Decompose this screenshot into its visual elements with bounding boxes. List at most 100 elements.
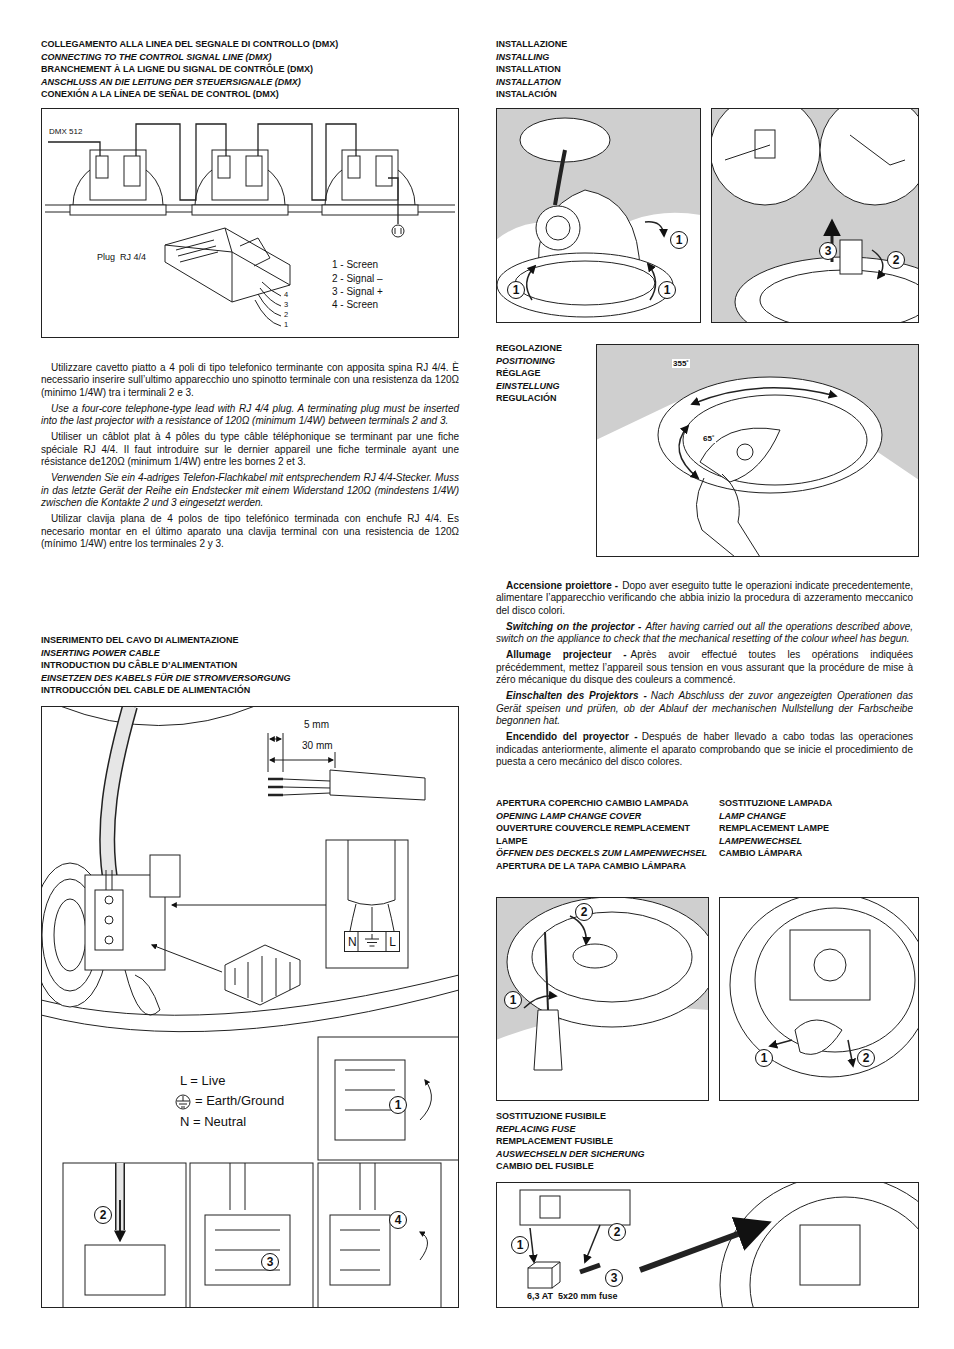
callout-text: 3: [611, 1272, 618, 1284]
install-detail-drawing-part: [725, 135, 905, 165]
panel-heading: INSERIMENTO DEL CAVO DI ALIMENTAZIONEINS…: [41, 634, 459, 697]
power-drawing-part: [105, 936, 113, 944]
panel-heading: SOSTITUZIONE LAMPADALAMP CHANGEREMPLACEM…: [719, 797, 919, 860]
paragraph-lead: Encendido del proyector -: [506, 731, 638, 742]
dmx-drawing-part: [48, 124, 398, 224]
label: 1 - Screen: [331, 259, 379, 271]
lamp-drawing: [719, 897, 919, 1101]
paragraph-lead: Allumage projecteur -: [506, 649, 627, 660]
callout-number: 2: [608, 1223, 626, 1241]
label: 5 mm: [303, 719, 330, 731]
dmx-drawing-part: [165, 228, 290, 302]
heading-line: REPLACING FUSE: [496, 1123, 919, 1136]
callout-text: 1: [517, 1239, 524, 1251]
callout-text: 1: [395, 1099, 402, 1111]
power-drawing: [41, 706, 459, 1308]
label: Plug RJ 4/4: [96, 252, 147, 262]
power-drawing-part: [205, 1215, 290, 1285]
power-drawing-part: [283, 779, 330, 795]
install-detail-drawing-part: [755, 130, 775, 158]
paragraph: Encendido del proyector -Después de habe…: [496, 731, 913, 768]
positioning-drawing: [596, 344, 919, 557]
panel-frame: [41, 108, 459, 338]
panel-frame: [596, 344, 919, 557]
power-drawing-part: [125, 970, 160, 1015]
panel-heading: SOSTITUZIONE FUSIBILEREPLACING FUSEREMPL…: [496, 1110, 919, 1173]
heading-line: CONNECTING TO THE CONTROL SIGNAL LINE (D…: [41, 51, 459, 64]
callout-number: 3: [819, 242, 837, 260]
heading-line: INSTALLATION: [496, 63, 919, 76]
callout-text: 2: [863, 1052, 870, 1064]
install-drawing-part: [496, 108, 701, 323]
panel-heading: APERTURA COPERCHIO CAMBIO LAMPADAOPENING…: [496, 797, 709, 873]
install-detail-drawing: [711, 108, 919, 323]
callout-number: 1: [389, 1096, 407, 1114]
heading-line: AUSWECHSELN DER SICHERUNG: [496, 1148, 919, 1161]
dmx-drawing-part: [192, 205, 288, 215]
label: 355˚: [672, 359, 690, 368]
panel-frame: [496, 897, 709, 1101]
cover-drawing-part: [507, 897, 709, 1027]
power-drawing-part: [177, 1096, 189, 1107]
callout-text: 3: [267, 1256, 274, 1268]
label: 2 - Signal –: [331, 273, 384, 285]
callout-text: 1: [664, 284, 671, 296]
heading-line: LAMP CHANGE: [719, 810, 919, 823]
install-detail-drawing-part: [820, 108, 919, 205]
dmx-drawing-part: [376, 156, 392, 186]
positioning-drawing-part: [737, 444, 753, 460]
cover-drawing-part: [534, 1010, 562, 1070]
paragraph: Utiliser un câblot plat à 4 pôles du typ…: [41, 431, 459, 468]
dmx-drawing-part: [255, 282, 281, 326]
power-drawing-part: [54, 899, 86, 971]
power-drawing-part: [268, 779, 283, 795]
heading-line: POSITIONING: [496, 355, 591, 368]
paragraph-lead: Switching on the projector -: [506, 621, 641, 632]
paragraph: Einschalten des Projektors -Nach Abschlu…: [496, 690, 913, 727]
power-drawing-part: [340, 1230, 380, 1270]
panel-heading: REGOLAZIONEPOSITIONINGRÉGLAGEEINSTELLUNG…: [496, 342, 591, 405]
callout-number: 1: [504, 991, 522, 1009]
label: 30 mm: [301, 740, 334, 752]
heading-line: ÖFFNEN DES DECKELS ZUM LAMPENWECHSEL: [496, 847, 709, 860]
cover-drawing-part: [532, 912, 692, 1002]
heading-line: LAMPENWECHSEL: [719, 835, 919, 848]
heading-line: EINSETZEN DES KABELS FÜR DIE STROMVERSOR…: [41, 672, 459, 685]
label: 65˚: [702, 434, 716, 443]
install-drawing-part: [527, 266, 535, 300]
positioning-panel: REGOLAZIONEPOSITIONINGRÉGLAGEEINSTELLUNG…: [496, 342, 919, 557]
paragraph-text: Use a four-core telephone-type lead with…: [41, 403, 459, 426]
label: 2: [283, 311, 289, 320]
callout-number: 2: [887, 251, 905, 269]
callout-text: 1: [761, 1052, 768, 1064]
callout-number: 2: [857, 1049, 875, 1067]
power-drawing-part: [105, 916, 113, 924]
heading-line: INSERTING POWER CABLE: [41, 647, 459, 660]
panel-frame: [719, 897, 919, 1101]
panel-frame: [711, 108, 919, 323]
fuse-panel: SOSTITUZIONE FUSIBILEREPLACING FUSEREMPL…: [496, 1110, 919, 1308]
panel-heading: COLLEGAMENTO ALLA LINEA DEL SEGNALE DI C…: [41, 38, 459, 101]
positioning-drawing-part: [700, 428, 780, 482]
power-drawing-part: [235, 956, 290, 1002]
power-drawing-part: [350, 904, 394, 931]
label: = Earth/Ground: [194, 1094, 285, 1109]
heading-line: CAMBIO DEL FUSIBLE: [496, 1160, 919, 1173]
label: 3 - Signal +: [331, 286, 384, 298]
heading-line: REGOLAZIONE: [496, 342, 591, 355]
power-drawing-part: [107, 706, 130, 890]
heading-line: INTRODUCTION DU CÂBLE D’ALIMENTATION: [41, 659, 459, 672]
lamp-drawing-part: [790, 930, 870, 1000]
fuse-drawing-part: [750, 1197, 919, 1308]
install-drawing-part: [555, 150, 565, 205]
heading-line: ANSCHLUSS AN DIE LEITUNG DER STEUERSIGNA…: [41, 76, 459, 89]
power-drawing-part: [348, 840, 395, 905]
label: 6,3 AT 5x20 mm fuse: [526, 1291, 619, 1301]
install-drawing-part: [536, 206, 580, 250]
label: DMX 512: [48, 127, 83, 136]
power-drawing-part: [360, 1163, 375, 1210]
callout-number: 1: [670, 231, 688, 249]
paragraph: Accensione proiettore -Dopo aver eseguit…: [496, 580, 913, 617]
terminal-letter: N: [348, 935, 357, 949]
